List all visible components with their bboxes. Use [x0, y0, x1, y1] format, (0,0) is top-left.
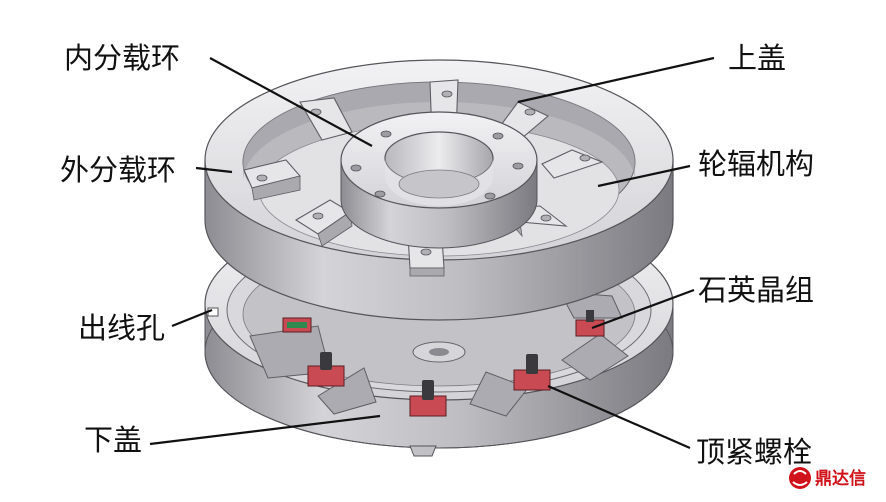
label-lower-cover: 下盖	[84, 423, 142, 457]
quartz-crystal-groups	[282, 310, 605, 417]
leader-lower-cover	[149, 414, 381, 446]
leader-wire-hole	[171, 308, 213, 328]
label-quartz: 石英晶组	[698, 273, 814, 307]
leader-inner-ring	[209, 57, 373, 147]
watermark: 鼎达信	[789, 467, 866, 489]
leader-outer-ring	[195, 166, 233, 174]
label-spoke: 轮辐机构	[698, 147, 814, 181]
leader-upper-cover	[517, 56, 715, 104]
label-outer-ring: 外分载环	[60, 153, 176, 187]
leader-quartz	[591, 288, 695, 330]
leader-spoke	[597, 164, 691, 188]
label-inner-ring: 内分载环	[64, 41, 180, 75]
leader-lines	[149, 56, 715, 450]
label-wire-hole: 出线孔	[78, 311, 165, 345]
leader-bolt	[547, 384, 691, 450]
labels: 内分载环 外分载环 出线孔 下盖 上盖 轮辐机构 石英晶组 顶紧螺栓	[60, 41, 814, 469]
label-upper-cover: 上盖	[728, 41, 786, 75]
watermark-text: 鼎达信	[815, 468, 866, 489]
inner-load-ring	[340, 111, 538, 249]
upper-assembly	[204, 59, 674, 321]
label-bolt: 顶紧螺栓	[696, 435, 812, 469]
